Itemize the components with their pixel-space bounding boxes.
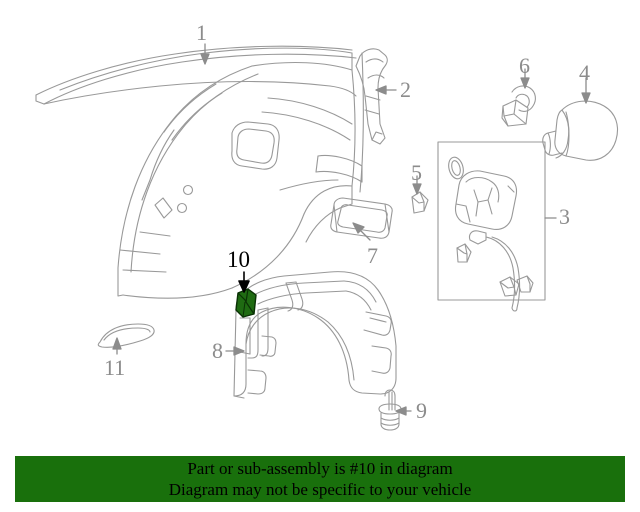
leader-9: [395, 406, 412, 416]
callout-label-5: 5: [411, 160, 422, 185]
leader-7: [352, 222, 371, 241]
callout-label-9: 9: [416, 398, 427, 423]
callout-label-1: 1: [196, 20, 207, 45]
part-7-body-vent: [330, 197, 393, 239]
part-6-filler-bracket: [501, 85, 536, 127]
callout-label-10: 10: [227, 247, 250, 272]
part-4-fuel-cap-housing: [542, 100, 619, 161]
leader-4: [581, 77, 591, 104]
banner-line-part-number: Part or sub-assembly is #10 in diagram: [187, 459, 453, 478]
part-8-wheel-housing-liner: [233, 271, 397, 399]
part-3-filler-housing: [448, 156, 534, 312]
part-roof-rail-outline: [35, 45, 357, 105]
leader-6: [520, 68, 530, 89]
part-info-banner: Part or sub-assembly is #10 in diagram D…: [15, 456, 625, 502]
part-5-retainer-clip: [411, 191, 429, 214]
part-11-body-molding: [97, 323, 155, 348]
callout-label-2: 2: [400, 77, 411, 102]
leader-2: [375, 85, 397, 95]
leader-11: [112, 337, 122, 355]
callout-label-8: 8: [212, 338, 223, 363]
callout-label-11: 11: [104, 355, 126, 380]
callout-label-4: 4: [579, 60, 590, 85]
leader-8: [225, 346, 245, 356]
part-3-subassembly-box: [437, 141, 546, 301]
part-2-reinforcement-bracket: [355, 48, 388, 145]
part-10-highlighted-clip: [235, 288, 257, 318]
callout-label-6: 6: [519, 53, 530, 78]
leader-1: [200, 43, 210, 65]
part-quarter-panel-outer: [59, 47, 364, 299]
callout-label-3: 3: [559, 204, 570, 229]
callout-label-7: 7: [367, 243, 378, 268]
banner-line-disclaimer: Diagram may not be specific to your vehi…: [168, 480, 472, 499]
leader-5: [412, 175, 422, 195]
leader-10: [238, 271, 250, 293]
